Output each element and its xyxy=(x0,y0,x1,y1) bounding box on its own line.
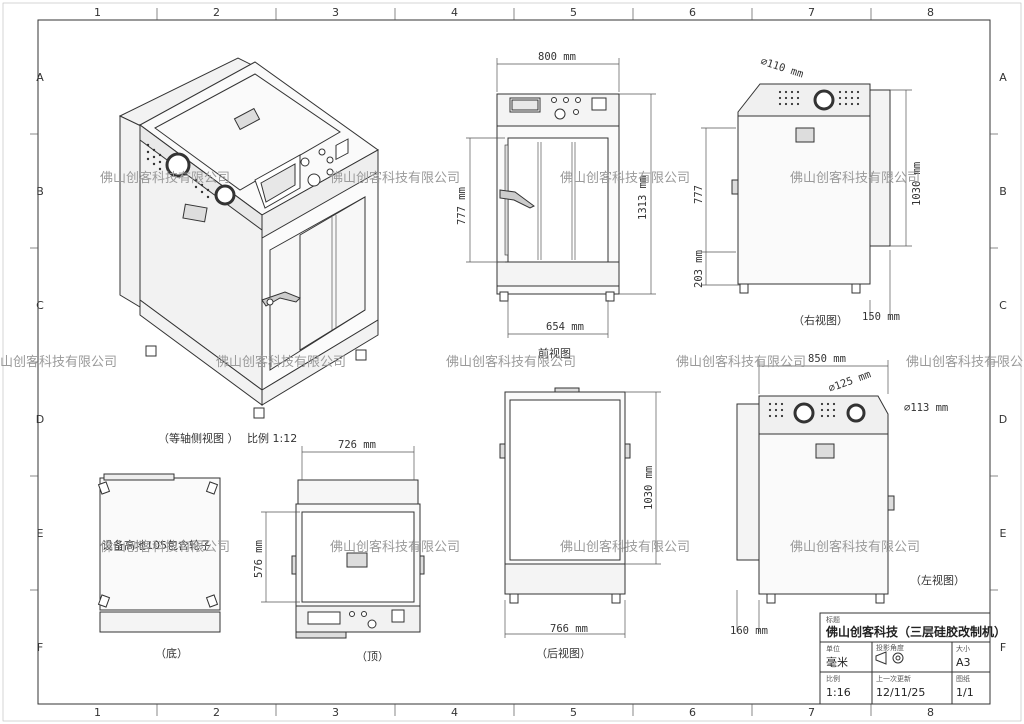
zone-column-label: 8 xyxy=(927,6,934,19)
zone-row-label: C xyxy=(36,299,44,312)
watermark-text: 佛山创客科技有限公司 xyxy=(790,539,920,555)
zone-row-label: A xyxy=(36,71,44,84)
watermark-text: 山创客科技有限公司 xyxy=(0,354,117,370)
left-view xyxy=(736,395,895,604)
right-caption: （右视图） xyxy=(793,313,848,327)
watermark-text: 佛山创客科技有限公司 xyxy=(906,354,1024,370)
zone-row-label: E xyxy=(37,527,44,540)
bottom-caption: （底） xyxy=(155,646,188,660)
zone-row-label: F xyxy=(37,641,43,654)
top-dimension-lines xyxy=(261,446,415,603)
left-caption: （左视图） xyxy=(910,573,965,587)
right-depth-offset-dim: 150 mm xyxy=(862,311,900,323)
watermark-text: 佛山创客科技有限公司 xyxy=(560,170,690,186)
title-label: 标题 xyxy=(826,615,840,624)
zone-column-label: 3 xyxy=(332,706,339,719)
watermark-text: 佛山创客科技有限公司 xyxy=(560,539,690,555)
sheet-value: 1/1 xyxy=(956,686,974,699)
zone-row-label: E xyxy=(1000,527,1007,540)
scale-value: 1:16 xyxy=(826,686,851,699)
right-door-height-dim: 777 xyxy=(693,185,705,204)
bottom-view xyxy=(97,473,221,633)
back-dimension-lines xyxy=(504,391,661,638)
zone-column-label: 1 xyxy=(94,706,101,719)
sheet-label: 图纸 xyxy=(956,674,970,683)
updated-label: 上一次更新 xyxy=(876,674,911,683)
isometric-scale-caption: 比例 1:12 xyxy=(247,431,297,445)
isometric-caption: （等轴侧视图 ） xyxy=(158,431,239,445)
right-dimension-lines xyxy=(701,89,912,320)
zone-row-label: B xyxy=(36,185,44,198)
left-hole-large-dim: ⌀125 mm xyxy=(827,368,873,394)
watermark-text: 佛山创客科技有限公司 xyxy=(100,170,230,186)
top-view xyxy=(291,479,425,639)
watermark-text: 佛山创客科技有限公司 xyxy=(330,539,460,555)
front-view xyxy=(496,93,620,302)
back-caption: （后视图） xyxy=(536,646,591,660)
unit-label: 单位 xyxy=(826,644,840,653)
updated-value: 12/11/25 xyxy=(876,686,925,699)
left-width-dim: 850 mm xyxy=(808,353,846,365)
top-caption: （顶） xyxy=(356,650,389,663)
title-block xyxy=(819,612,991,705)
watermark-text: 佛山创客科技有限公司 xyxy=(790,170,920,186)
isometric-view xyxy=(118,57,379,419)
zone-column-label: 6 xyxy=(689,6,696,19)
zone-row-label: A xyxy=(999,71,1007,84)
right-base-height-dim: 203 mm xyxy=(693,250,705,288)
scale-label: 比例 xyxy=(826,674,840,683)
right-view xyxy=(731,83,891,294)
right-height-dim: 1030 mm xyxy=(911,162,923,206)
zone-column-label: 5 xyxy=(570,706,577,719)
zone-row-label: D xyxy=(36,413,44,426)
left-dimension-lines xyxy=(736,360,889,632)
zone-column-label: 7 xyxy=(808,706,815,719)
zone-row-label: F xyxy=(1000,641,1006,654)
back-view xyxy=(499,387,631,604)
zone-column-label: 2 xyxy=(213,6,220,19)
front-caption: 前视图 xyxy=(538,346,571,360)
zone-column-label: 6 xyxy=(689,706,696,719)
zone-row-label: D xyxy=(999,413,1007,426)
watermark-text: 佛山创客科技有限公司 xyxy=(676,354,806,370)
zone-column-label: 4 xyxy=(451,6,458,19)
front-door-height-dim: 777 mm xyxy=(456,187,468,225)
top-depth-dim: 576 mm xyxy=(253,540,265,578)
unit-value: 毫米 xyxy=(826,655,848,669)
zone-column-label: 3 xyxy=(332,6,339,19)
drawing-title: 佛山创客科技（三层硅胶改制机） xyxy=(825,624,1006,639)
front-width-dim: 800 mm xyxy=(538,51,576,63)
watermark-text: 佛山创客科技有限公司 xyxy=(330,170,460,186)
front-inner-width-dim: 654 mm xyxy=(546,321,584,333)
left-offset-dim: 160 mm xyxy=(730,625,768,637)
watermark-layer: 佛山创客科技有限公司 佛山创客科技有限公司 佛山创客科技有限公司 佛山创客科技有… xyxy=(0,170,1024,555)
watermark-text: 佛山创客科技有限公司 xyxy=(446,354,576,370)
projection-symbol-icon xyxy=(875,651,904,665)
back-width-dim: 766 mm xyxy=(550,623,588,635)
zone-column-label: 5 xyxy=(570,6,577,19)
zone-column-label: 4 xyxy=(451,706,458,719)
back-height-dim: 1030 mm xyxy=(643,466,655,510)
front-dimension-lines xyxy=(466,58,656,338)
zone-row-label: B xyxy=(999,185,1007,198)
size-label: 大小 xyxy=(956,644,970,653)
watermark-text: 佛山创客科技有限公司 xyxy=(216,354,346,370)
zone-column-label: 1 xyxy=(94,6,101,19)
front-height-dim: 1313 mm xyxy=(637,176,649,220)
watermark-text: 佛山创客科技有限公司 xyxy=(100,539,230,555)
zone-column-label: 8 xyxy=(927,706,934,719)
zone-row-label: C xyxy=(999,299,1007,312)
right-hole-dim: ⌀110 mm xyxy=(759,55,805,80)
zone-column-label: 7 xyxy=(808,6,815,19)
projection-label: 投影角度 xyxy=(876,643,904,652)
left-hole-small-dim: ⌀113 mm xyxy=(904,402,948,414)
bottom-overlay-note: 设备高地105包含轮子 xyxy=(102,538,211,552)
size-value: A3 xyxy=(956,656,971,669)
zone-column-label: 2 xyxy=(213,706,220,719)
top-width-dim: 726 mm xyxy=(338,439,376,451)
